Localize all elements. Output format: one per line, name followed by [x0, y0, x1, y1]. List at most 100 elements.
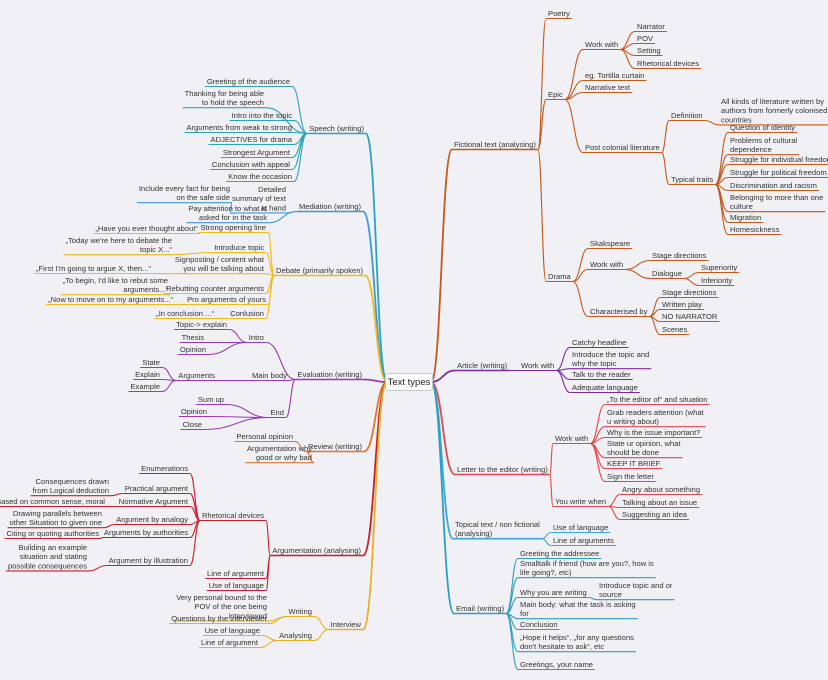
node-talking-about-an-issue[interactable]: Talking about an issue [620, 498, 700, 509]
node-dialogue[interactable]: Dialogue [650, 269, 684, 280]
node-pro-arguments-of-yours[interactable]: Pro arguments of yours [185, 295, 268, 306]
node-work-with[interactable]: Work with [519, 361, 557, 372]
node-stage-directions[interactable]: Stage directions [660, 288, 719, 299]
node-migration[interactable]: Migration [728, 213, 764, 224]
node-homesickness[interactable]: Homesickness [728, 225, 782, 236]
node-use-of-language[interactable]: Use of language [551, 523, 611, 534]
node-setting[interactable]: Setting [635, 46, 663, 57]
node-email-writing[interactable]: Email (writing) [454, 604, 507, 615]
node-now-to-move-on-to-my-arguments[interactable]: „Now to move on to my arguments...“ [46, 295, 175, 306]
node-work-with[interactable]: Work with [583, 40, 621, 51]
root-node[interactable]: Text types [385, 373, 433, 391]
node-struggle-for-individual-freedom[interactable]: Struggle for individual freedom [728, 155, 828, 166]
node-introduce-topic[interactable]: Introduce topic [212, 243, 266, 254]
node-writing[interactable]: Writing [286, 607, 315, 618]
node-have-you-ever-thought-about[interactable]: „Have you ever thought about“ [93, 224, 200, 235]
node-written-play[interactable]: Written play [660, 300, 704, 311]
node-poetry[interactable]: Poetry [546, 9, 572, 20]
node-arguments-from-weak-to-strong[interactable]: Arguments from weak to strong [184, 123, 294, 134]
node-sign-the-letter[interactable]: Sign the letter [605, 472, 656, 483]
node-discrimination-and-racism[interactable]: Discrimination and racism [728, 181, 819, 192]
node-rhetorical-devices[interactable]: Rhetorical devices [635, 59, 702, 70]
node-opinion[interactable]: Opinion [178, 407, 209, 418]
node-skakspeare[interactable]: Skakspeare [588, 239, 633, 250]
node-catchy-headline[interactable]: Catchy headline [570, 338, 629, 349]
node-greeting-of-the-audience[interactable]: Greeting of the audience [204, 77, 292, 88]
node-why-you-are-writing[interactable]: Why you are writing [518, 588, 589, 599]
node-questions-by-the-interviewer[interactable]: Questions by the interviewer [169, 614, 269, 625]
node-pov[interactable]: POV [635, 34, 656, 45]
node-topical-text-non-fictional-analysing[interactable]: Topical text / non fictional(analysing) [453, 520, 542, 540]
node-based-on-common-sense-moral[interactable]: Based on common sense, moral [0, 497, 107, 508]
node-angry-about-something[interactable]: Angry about something [620, 485, 703, 496]
node-mediation-writing[interactable]: Mediation (writing) [296, 202, 363, 213]
node-arguments-by-authorities[interactable]: Arguments by authorities [102, 528, 190, 539]
node-rhetorical-devices[interactable]: Rhetorical devices [199, 511, 266, 522]
node-strongest-argument[interactable]: Strongest Argument [220, 148, 292, 159]
node-first-i-m-going-to-argue-x-then[interactable]: „First I'm going to argue X, then...“ [34, 264, 153, 275]
node-fictional-text-analysing[interactable]: Fictional text (analysing) [452, 140, 538, 151]
node-adequate-language[interactable]: Adequate language [570, 383, 640, 394]
node-argument-by-illustration[interactable]: Argument by illustration [106, 556, 190, 567]
node-narrator[interactable]: Narrator [635, 22, 667, 33]
node-argument-by-analogy[interactable]: Argument by analogy [114, 515, 190, 526]
node-greeting-the-addressee[interactable]: Greeting the addressee [518, 549, 602, 560]
node-smalltalk-if-friend-how-are-you-how-is-l[interactable]: Smalltalk if friend (how are you?, how i… [518, 559, 656, 579]
node-letter-to-the-editor-writing[interactable]: Letter to the editor (writing) [455, 465, 550, 476]
node-suggesting-an-idea[interactable]: Suggesting an idea [620, 510, 690, 521]
node-work-with[interactable]: Work with [553, 434, 591, 445]
node-to-the-editor-of-and-situation[interactable]: „To the editor of“ and situation [605, 395, 710, 406]
node-know-the-occasion[interactable]: Know the occasion [226, 172, 294, 183]
node-typical-traits[interactable]: Typical traits [669, 175, 716, 186]
node-debate-primarily-spoken[interactable]: Debate (primarily spoken) [274, 266, 365, 277]
node-practical-argument[interactable]: Practical argument [122, 484, 190, 495]
node-conclusion-with-appeal[interactable]: Conclusion with appeal [209, 160, 292, 171]
node-use-of-language[interactable]: Use of language [206, 581, 266, 592]
node-in-conclusion[interactable]: „In conclusion ...“ [154, 309, 216, 320]
node-personal-opinion[interactable]: Personal opinion [234, 432, 295, 443]
node-inferiority[interactable]: Inferiority [699, 276, 735, 287]
node-epic[interactable]: Epic [546, 90, 565, 101]
node-to-begin-i-d-like-to-rebut-some-argument[interactable]: „To begin, I'd like to rebut someargumen… [60, 276, 170, 296]
node-eg-tortilla-curtain[interactable]: eg. Tortilla curtain [583, 71, 647, 82]
node-state[interactable]: State [140, 358, 162, 369]
node-definition[interactable]: Definition [669, 111, 705, 122]
node-characterised-by[interactable]: Characterised by [588, 307, 650, 318]
node-no-narrator[interactable]: NO NARRATOR [660, 312, 720, 323]
node-line-of-argument[interactable]: Line of argument [199, 638, 260, 649]
node-end[interactable]: End [268, 408, 286, 419]
node-struggle-for-political-freedom[interactable]: Struggle for political freedom [728, 168, 828, 179]
node-intro-into-the-topic[interactable]: Intro into the topic [229, 111, 294, 122]
node-line-of-arguments[interactable]: Line of arguments [551, 536, 616, 547]
node-post-colonial-literature[interactable]: Post colonial literature [583, 143, 662, 154]
node-greetings-your-name[interactable]: Greetings, your name [518, 660, 596, 671]
node-argumentation-analysing[interactable]: Argumentation (analysing) [270, 546, 363, 557]
node-explain[interactable]: Explain [133, 370, 162, 381]
node-evaluation-writing[interactable]: Evaluation (writing) [295, 370, 364, 381]
node-stage-directions[interactable]: Stage directions [650, 251, 709, 262]
node-analysing[interactable]: Analysing [277, 631, 314, 642]
node-use-of-language[interactable]: Use of language [202, 626, 262, 637]
node-conlusion[interactable]: Conlusion [228, 309, 266, 320]
node-drama[interactable]: Drama [546, 272, 573, 283]
node-review-writing[interactable]: Review (writing) [305, 442, 364, 453]
node-keep-it-brief[interactable]: KEEP IT BRIEF [605, 459, 663, 470]
node-all-kinds-of-literature-written-by-autho[interactable]: All kinds of literature written byauthor… [719, 97, 828, 126]
node-question-of-identity[interactable]: Question of identity [728, 123, 798, 134]
node-interview[interactable]: Interview [328, 620, 363, 631]
node-sum-up[interactable]: Sum up [195, 395, 226, 406]
